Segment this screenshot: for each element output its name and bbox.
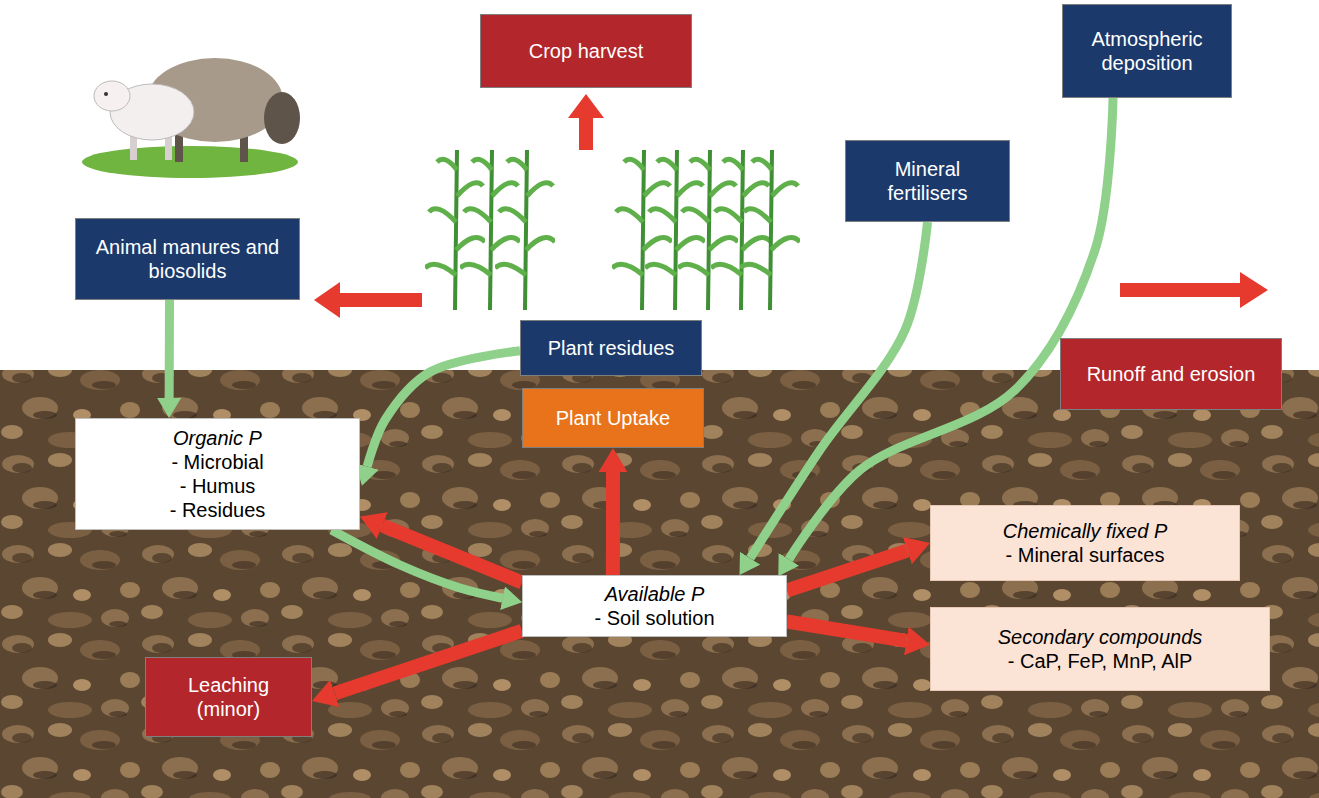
flow-arrow	[787, 622, 906, 641]
corn-plant	[678, 150, 738, 310]
flow-arrow	[789, 98, 1113, 559]
node-label: Organic P	[173, 426, 262, 450]
soil-ground	[0, 370, 1319, 798]
sheep-illustration	[82, 58, 300, 178]
pool-box: Organic P- Microbial- Humus- Residues	[75, 418, 360, 530]
corn-plant	[740, 150, 800, 310]
pool-box: Available P- Soil solution	[522, 575, 787, 637]
node-label: Available P	[605, 582, 705, 606]
runoff-arrow-head	[1240, 272, 1268, 308]
node-label: Crop harvest	[529, 39, 644, 63]
node-label: Plant Uptake	[556, 406, 671, 430]
node-detail: - Microbial	[171, 450, 263, 474]
corn-plant	[645, 150, 705, 310]
uptake-box: Plant Uptake	[522, 388, 704, 448]
manure-arrow	[338, 293, 422, 307]
corn-plant	[711, 150, 771, 310]
node-detail: - Residues	[170, 498, 266, 522]
fixed-pool-box: Chemically fixed P- Mineral surfaces	[930, 505, 1240, 581]
crop-illustration	[425, 150, 800, 310]
node-detail: - Mineral surfaces	[1006, 543, 1165, 567]
node-label: Chemically fixed P	[1003, 519, 1168, 543]
node-label: Leaching (minor)	[156, 673, 301, 721]
manure-arrow-head	[314, 282, 340, 318]
node-detail: - CaP, FeP, MnP, AlP	[1008, 649, 1193, 673]
input-box: Plant residues	[520, 320, 702, 376]
flow-arrow	[606, 472, 620, 575]
loss-box: Crop harvest	[480, 14, 692, 88]
lamb-eye	[104, 92, 108, 96]
node-label: Plant residues	[548, 336, 675, 360]
corn-plant	[425, 150, 485, 310]
block-arrows	[314, 94, 1268, 318]
corn-plant	[612, 150, 672, 310]
input-box: Mineral fertilisers	[845, 140, 1010, 222]
flow-arrow	[335, 631, 522, 694]
node-detail: - Soil solution	[594, 606, 714, 630]
harvest-arrow	[579, 116, 593, 150]
loss-box: Leaching (minor)	[145, 657, 312, 737]
input-box: Animal manures and biosolids	[75, 218, 300, 300]
node-label: Atmospheric deposition	[1073, 27, 1221, 75]
runoff-arrow	[1120, 283, 1242, 297]
node-detail: - Humus	[180, 474, 256, 498]
flow-arrow	[750, 222, 927, 558]
lamb-head	[94, 81, 130, 111]
corn-plant	[460, 150, 520, 310]
flow-arrow	[165, 300, 174, 398]
node-label: Runoff and erosion	[1087, 362, 1256, 386]
flow-arrow	[787, 551, 907, 591]
node-label: Mineral fertilisers	[856, 157, 999, 205]
grass	[82, 146, 298, 178]
flow-arrow	[367, 351, 520, 467]
fixed-pool-box: Secondary compounds- CaP, FeP, MnP, AlP	[930, 607, 1270, 691]
node-label: Secondary compounds	[998, 625, 1203, 649]
loss-box: Runoff and erosion	[1060, 338, 1282, 410]
corn-plant	[495, 150, 555, 310]
sheep-head	[264, 92, 300, 144]
input-box: Atmospheric deposition	[1062, 4, 1232, 98]
node-label: Animal manures and biosolids	[86, 235, 289, 283]
flow-arrow	[382, 526, 522, 583]
harvest-arrow-head	[568, 94, 604, 118]
